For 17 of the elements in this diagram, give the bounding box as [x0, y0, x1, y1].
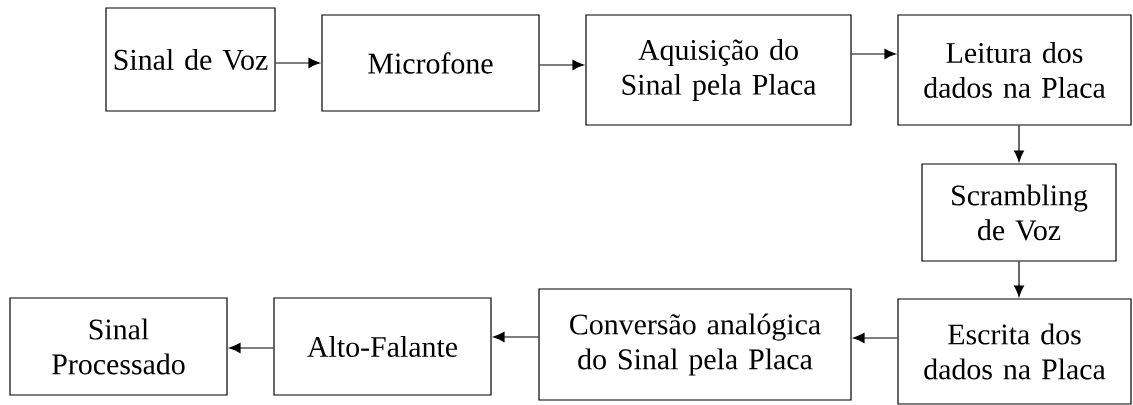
arrow	[539, 60, 584, 70]
process-box: Escrita dos dados na Placa	[897, 298, 1132, 405]
process-box: Microfone	[321, 14, 540, 112]
process-box: Leitura dos dados na Placa	[897, 14, 1132, 126]
arrow	[1014, 125, 1024, 162]
arrow	[493, 332, 539, 342]
process-box: Sinal Processado	[9, 297, 228, 396]
process-box: Sinal de Voz	[105, 7, 276, 112]
arrow	[1014, 261, 1024, 297]
arrow	[853, 333, 898, 343]
arrow	[229, 343, 274, 353]
arrow	[851, 49, 896, 59]
arrow	[275, 58, 320, 68]
process-box: Aquisição do Sinal pela Placa	[585, 14, 852, 126]
process-box: Scrambling de Voz	[921, 163, 1117, 262]
process-box: Alto-Falante	[273, 297, 492, 396]
process-box: Conversão analógica do Sinal pela Placa	[538, 288, 852, 401]
